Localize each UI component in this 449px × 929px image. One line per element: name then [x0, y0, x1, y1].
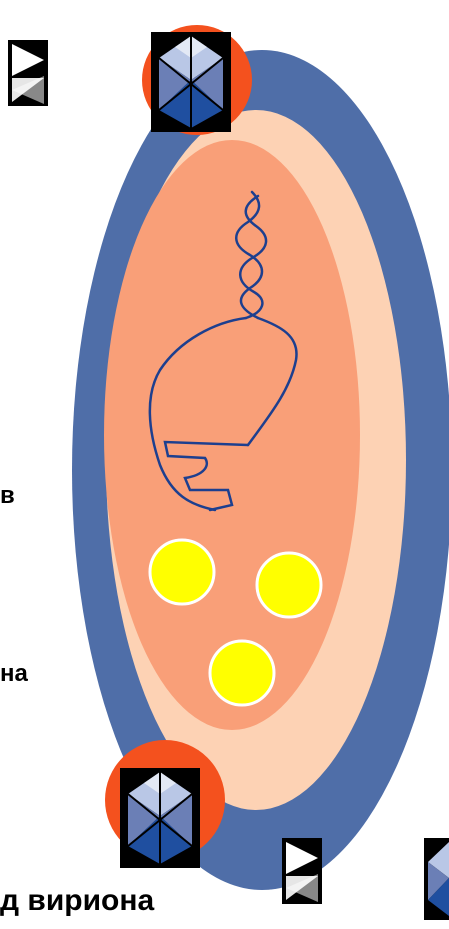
label-fragment-1: в — [0, 482, 15, 510]
capsid-top-icon — [151, 32, 231, 132]
particle-2 — [257, 553, 321, 617]
particle-1 — [150, 540, 214, 604]
double-chevron-icon — [8, 40, 48, 106]
label-fragment-2: на — [0, 660, 28, 688]
capsid-partial-icon — [424, 838, 449, 920]
capsid-bottom-icon — [120, 768, 200, 868]
double-chevron-icon — [282, 838, 322, 904]
particle-3 — [210, 641, 274, 705]
caption-virion: д вириона — [0, 884, 154, 918]
